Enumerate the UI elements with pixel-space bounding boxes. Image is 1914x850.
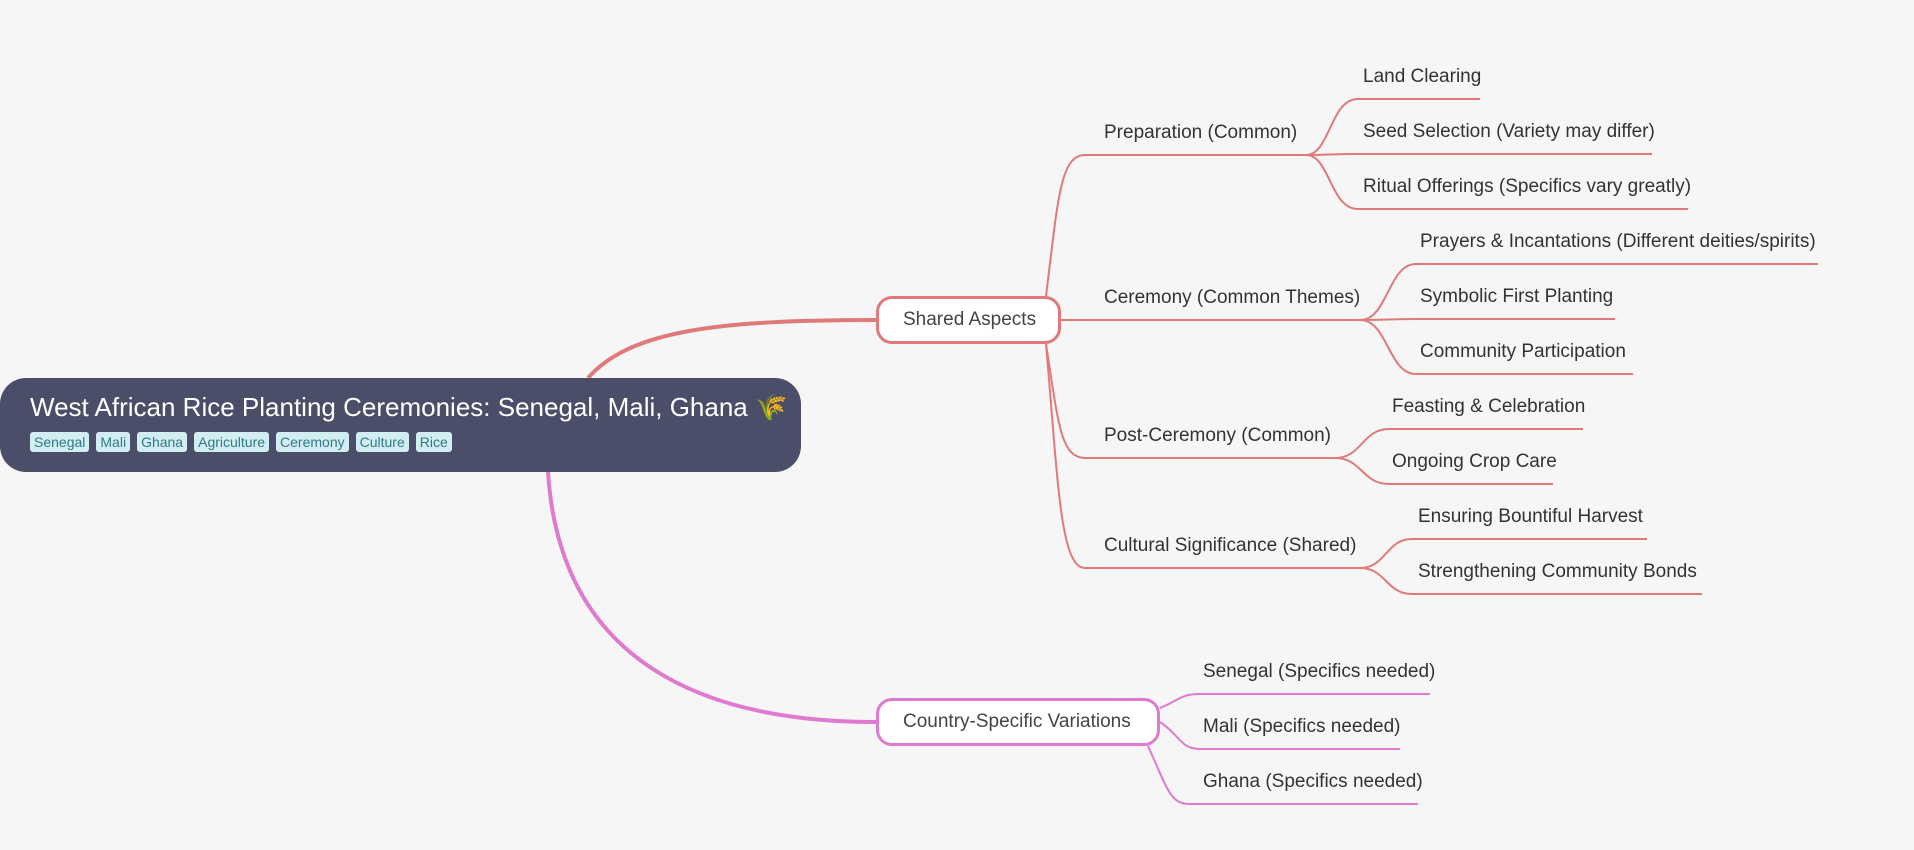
link-cult-leaf-1 [1359, 538, 1647, 569]
list-item[interactable]: Symbolic First Planting [1420, 286, 1614, 307]
group-preparation[interactable]: Preparation (Common) [1104, 122, 1298, 143]
tag-list: Senegal Mali Ghana Agriculture Ceremony … [30, 432, 771, 452]
link-root-country [546, 471, 877, 724]
link-shared-preparation [1045, 154, 1306, 297]
link-cer-leaf-3 [1359, 319, 1633, 375]
list-item[interactable]: Community Participation [1420, 341, 1626, 362]
link-prep-leaf-1 [1305, 98, 1480, 156]
group-post-ceremony[interactable]: Post-Ceremony (Common) [1104, 425, 1331, 446]
group-ceremony[interactable]: Ceremony (Common Themes) [1104, 287, 1361, 308]
link-cult-leaf-2 [1359, 567, 1702, 595]
link-prep-leaf-3 [1305, 154, 1688, 210]
link-country-leaf-1 [1159, 693, 1430, 709]
list-item[interactable]: Ongoing Crop Care [1392, 451, 1557, 472]
link-shared-postceremony [1045, 343, 1335, 459]
branch-label: Shared Aspects [903, 309, 1037, 330]
group-cultural-significance[interactable]: Cultural Significance (Shared) [1104, 535, 1357, 556]
list-item[interactable]: Ensuring Bountiful Harvest [1418, 506, 1643, 527]
link-prep-leaf-2 [1305, 153, 1652, 156]
tag[interactable]: Senegal [30, 432, 90, 452]
list-item[interactable]: Ghana (Specifics needed) [1203, 771, 1423, 792]
branch-shared-aspects[interactable]: Shared Aspects [876, 296, 1061, 344]
link-country-leaf-2 [1159, 721, 1400, 750]
root-title: West African Rice Planting Ceremonies: S… [30, 392, 788, 422]
link-country-leaf-3 [1147, 745, 1418, 805]
list-item[interactable]: Mali (Specifics needed) [1203, 716, 1401, 737]
list-item[interactable]: Ritual Offerings (Specifics vary greatly… [1363, 176, 1692, 197]
link-cer-leaf-2 [1359, 318, 1615, 321]
list-item[interactable]: Seed Selection (Variety may differ) [1363, 121, 1655, 142]
list-item[interactable]: Senegal (Specifics needed) [1203, 661, 1436, 682]
root-node[interactable]: West African Rice Planting Ceremonies: S… [0, 378, 801, 472]
list-item[interactable]: Feasting & Celebration [1392, 396, 1586, 417]
tag[interactable]: Mali [96, 432, 131, 452]
tag[interactable]: Agriculture [194, 432, 270, 452]
link-post-leaf-1 [1334, 428, 1583, 459]
tag[interactable]: Ceremony [276, 432, 349, 452]
link-post-leaf-2 [1334, 457, 1553, 485]
link-shared-cultural [1045, 343, 1360, 569]
list-item[interactable]: Prayers & Incantations (Different deitie… [1420, 231, 1816, 252]
tag[interactable]: Ghana [137, 432, 188, 452]
branch-label: Country-Specific Variations [903, 711, 1131, 732]
tag[interactable]: Culture [355, 432, 409, 452]
list-item[interactable]: Strengthening Community Bonds [1418, 561, 1697, 582]
branch-country-specific[interactable]: Country-Specific Variations [876, 698, 1160, 746]
tag[interactable]: Rice [415, 432, 452, 452]
link-cer-leaf-1 [1359, 263, 1818, 321]
list-item[interactable]: Land Clearing [1363, 66, 1482, 87]
link-root-shared [586, 318, 877, 380]
